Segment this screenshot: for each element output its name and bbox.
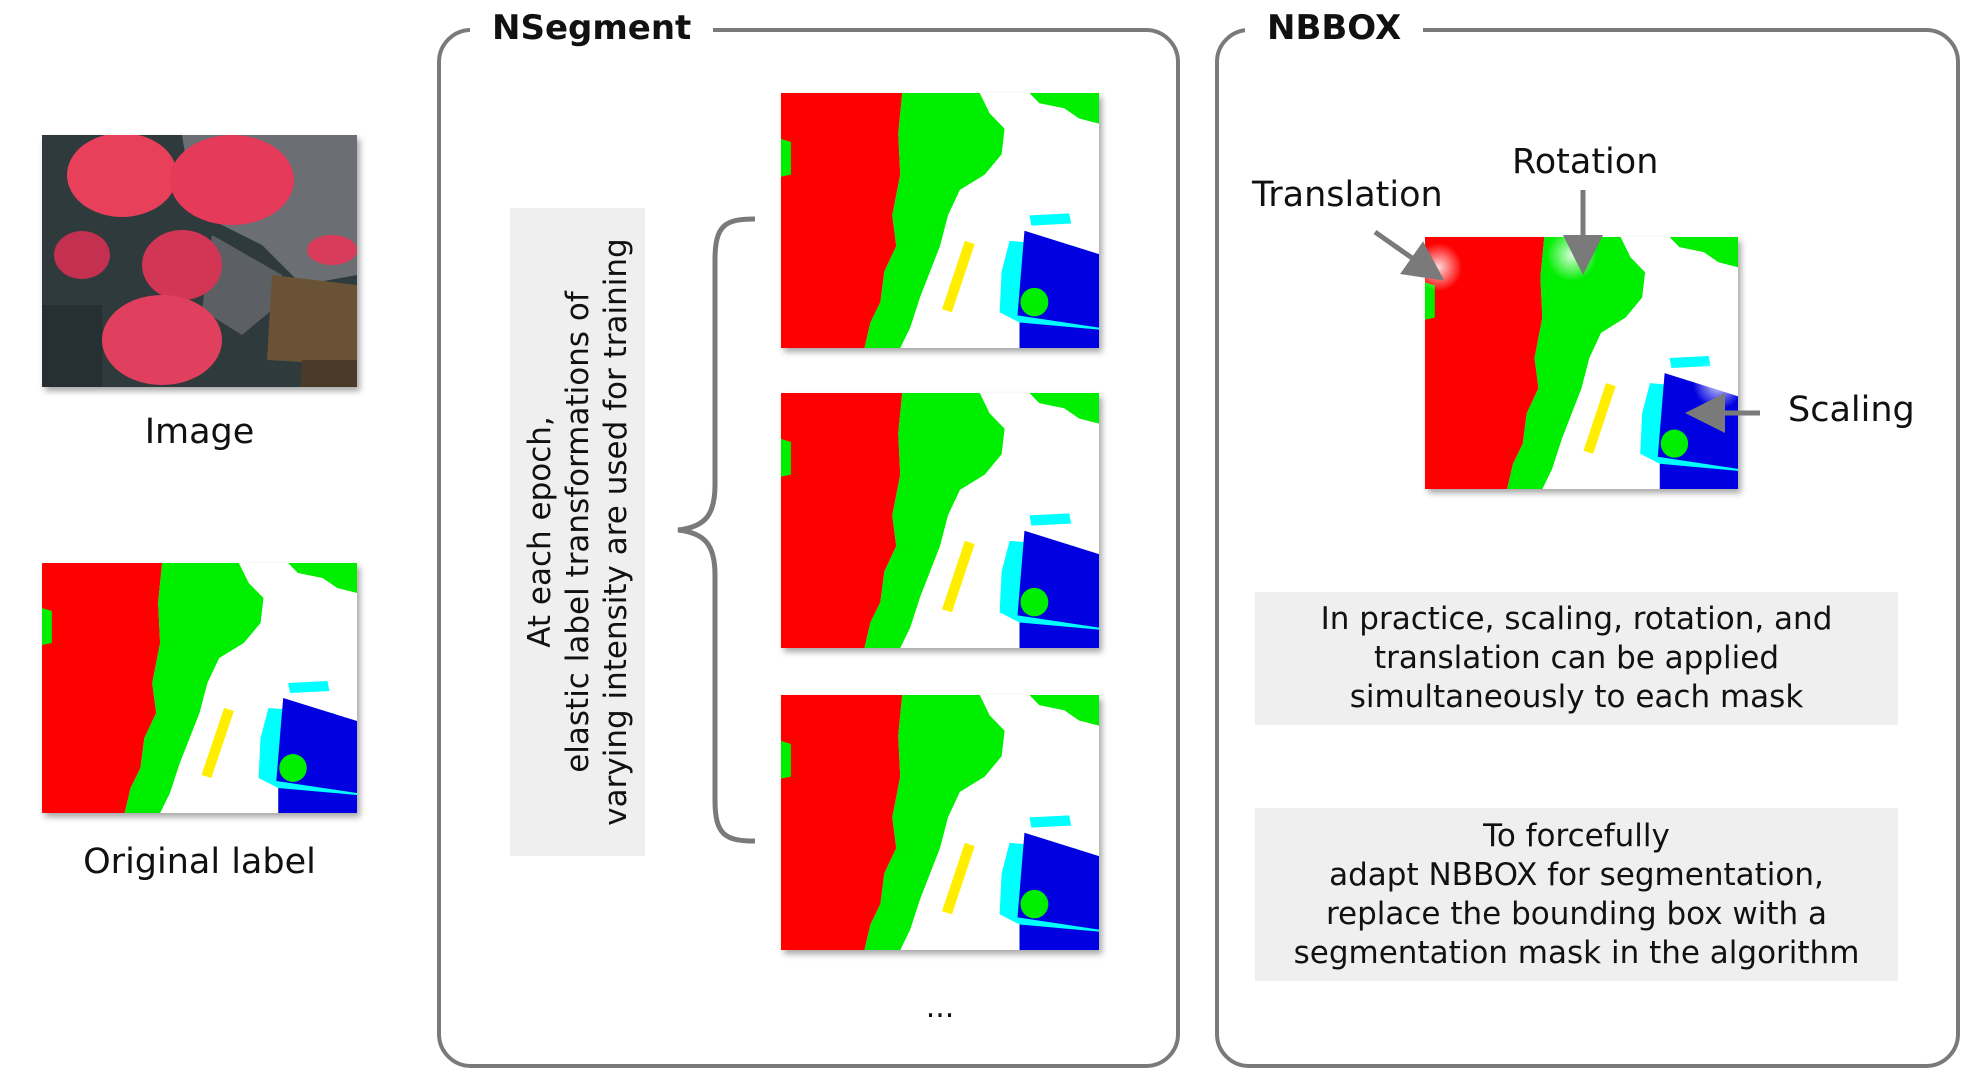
translation-label: Translation	[1252, 175, 1443, 215]
translation-arrow	[1373, 229, 1445, 281]
nsegment-description: At each epoch, elastic label transformat…	[521, 238, 635, 825]
rotation-label: Rotation	[1512, 142, 1659, 182]
note2-line: adapt NBBOX for segmentation,	[1329, 856, 1824, 893]
image-caption: Image	[144, 412, 255, 452]
nbbox-note-1: In practice, scaling, rotation, and tran…	[1255, 592, 1898, 725]
nbbox-note-2: To forcefully adapt NBBOX for segmentati…	[1255, 808, 1898, 981]
nbbox-panel	[1215, 28, 1960, 1068]
description-line: varying intensity are used for training	[597, 238, 634, 826]
transformed-mask-1	[781, 93, 1099, 348]
transformed-mask-2	[781, 393, 1099, 648]
nbbox-title: NBBOX	[1245, 8, 1424, 48]
nsegment-panel	[437, 28, 1180, 1068]
scaling-label: Scaling	[1788, 390, 1915, 430]
aerial-image	[42, 135, 357, 387]
original-label-caption: Original label	[83, 842, 316, 882]
arrows-layer	[1373, 190, 1760, 433]
transformed-mask-3	[781, 695, 1099, 950]
nsegment-description-box: At each epoch, elastic label transformat…	[510, 208, 645, 856]
note1-line: In practice, scaling, rotation, and	[1320, 601, 1833, 637]
original-label-mask	[42, 563, 357, 813]
description-line: elastic label transformations of	[559, 291, 596, 773]
note1-line: simultaneously to each mask	[1349, 679, 1804, 715]
description-line: At each epoch,	[521, 416, 558, 648]
nsegment-title: NSegment	[470, 8, 714, 48]
note2-line: To forcefully	[1483, 817, 1670, 854]
note1-line: translation can be applied	[1373, 640, 1779, 676]
note2-line: replace the bounding box with a	[1325, 895, 1828, 932]
ellipsis: ...	[925, 990, 955, 1025]
curly-brace	[677, 216, 756, 844]
note2-line: segmentation mask in the algorithm	[1293, 934, 1860, 971]
